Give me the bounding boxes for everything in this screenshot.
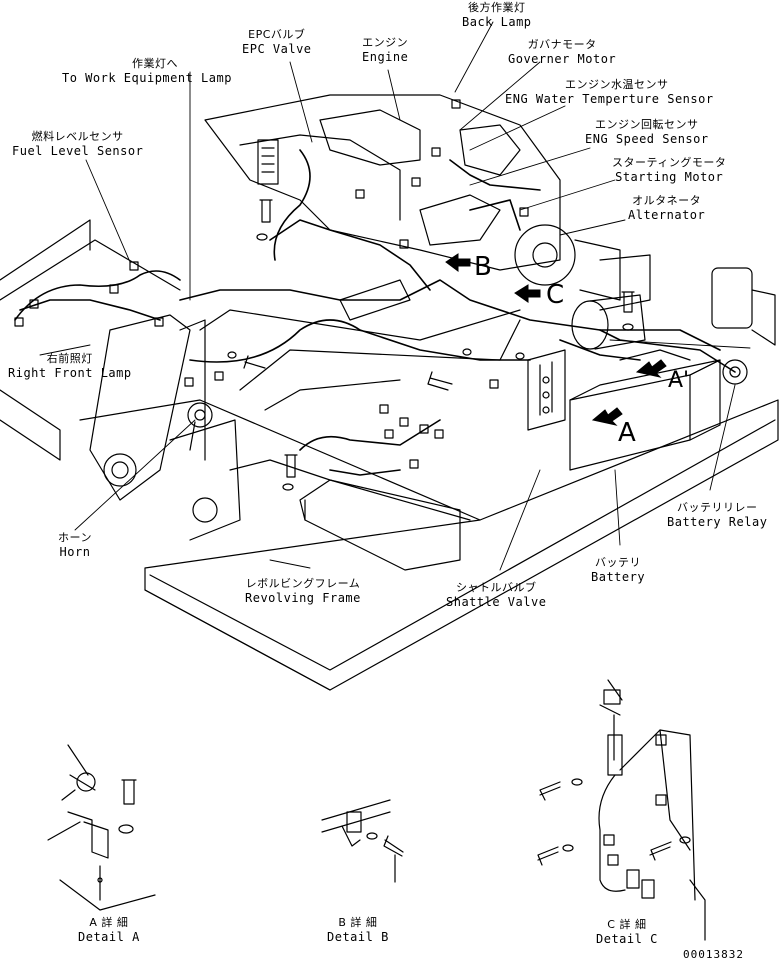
label-eng-speed-sensor: エンジン回転センサ ENG Speed Sensor	[585, 118, 709, 146]
label-revolving-frame-jp: レボルビングフレーム	[245, 577, 361, 590]
label-battery-relay: バッテリリレー Battery Relay	[667, 501, 767, 529]
label-epc-valve-en: EPC Valve	[242, 42, 312, 56]
view-marker-a: A	[618, 418, 636, 448]
label-eng-water-temp-sensor-en: ENG Water Temperture Sensor	[505, 92, 714, 106]
starting-motor-part	[571, 294, 646, 350]
drawing-number: 00013832	[683, 948, 744, 961]
label-fuel-level-sensor: 燃料レベルセンサ Fuel Level Sensor	[12, 130, 143, 158]
frame-rails	[199, 279, 521, 571]
label-epc-valve: EPCバルブ EPC Valve	[242, 28, 312, 56]
boom-foot-bracket	[89, 314, 241, 541]
label-engine: エンジン Engine	[362, 36, 408, 64]
caption-detail-c: C 詳 細 Detail C	[596, 918, 658, 946]
caption-detail-a: A 詳 細 Detail A	[78, 916, 140, 944]
label-starting-motor: スターティングモータ Starting Motor	[612, 156, 726, 184]
label-battery-jp: バッテリ	[595, 556, 642, 569]
caption-detail-c-jp: C 詳 細	[607, 918, 647, 931]
label-eng-water-temp-sensor-jp: エンジン水温センサ	[565, 78, 669, 91]
caption-detail-a-jp: A 詳 細	[89, 916, 129, 929]
label-governor-motor-jp: ガバナモータ	[527, 38, 597, 51]
label-battery-en: Battery	[591, 570, 646, 584]
caption-detail-b-en: Detail B	[327, 930, 389, 944]
revolving-frame-outline	[0, 219, 779, 691]
label-alternator-jp: オルタネータ	[632, 194, 702, 207]
label-horn-jp: ホーン	[58, 531, 92, 544]
label-back-lamp-jp: 後方作業灯	[468, 1, 526, 14]
label-right-front-lamp-en: Right Front Lamp	[8, 366, 132, 380]
connector-set	[14, 99, 529, 469]
shuttle-valve-part	[527, 349, 566, 431]
main-view-fasteners	[227, 199, 635, 491]
label-right-front-lamp: 右前照灯 Right Front Lamp	[8, 352, 132, 380]
label-engine-jp: エンジン	[362, 36, 409, 49]
label-alternator: オルタネータ Alternator	[628, 194, 705, 222]
label-to-work-equipment-lamp: 作業灯へ To Work Equipment Lamp	[62, 57, 232, 85]
detail-a-drawing	[47, 744, 156, 911]
caption-detail-b: B 詳 細 Detail B	[327, 916, 389, 944]
view-marker-c: C	[546, 280, 565, 310]
label-starting-motor-en: Starting Motor	[615, 170, 724, 184]
label-shattle-valve: シャトルバルブ Shattle Valve	[446, 581, 546, 609]
label-epc-valve-jp: EPCバルブ	[248, 28, 306, 41]
view-marker-b: B	[474, 252, 492, 282]
alternator-part	[514, 224, 651, 311]
caption-detail-c-en: Detail C	[596, 932, 658, 946]
label-governor-motor: ガバナモータ Governer Motor	[508, 38, 616, 66]
label-to-work-equipment-lamp-en: To Work Equipment Lamp	[62, 71, 232, 85]
label-battery: バッテリ Battery	[591, 556, 645, 584]
label-back-lamp: 後方作業灯 Back Lamp	[462, 1, 532, 29]
label-eng-speed-sensor-jp: エンジン回転センサ	[595, 118, 699, 131]
label-revolving-frame-en: Revolving Frame	[245, 591, 361, 605]
label-horn: ホーン Horn	[58, 531, 92, 559]
label-engine-en: Engine	[362, 50, 409, 64]
battery-relay-part	[711, 267, 776, 385]
label-eng-speed-sensor-en: ENG Speed Sensor	[585, 132, 709, 146]
caption-detail-a-en: Detail A	[78, 930, 140, 944]
detail-b-drawing	[321, 799, 404, 883]
label-starting-motor-jp: スターティングモータ	[612, 156, 727, 169]
label-governor-motor-en: Governer Motor	[508, 52, 617, 66]
detail-c-drawing	[537, 679, 706, 941]
leader-lines	[39, 21, 751, 571]
caption-detail-b-jp: B 詳 細	[338, 916, 378, 929]
horn-part	[187, 402, 213, 451]
label-alternator-en: Alternator	[628, 208, 706, 222]
label-to-work-equipment-lamp-jp: 作業灯へ	[132, 57, 178, 70]
label-battery-relay-en: Battery Relay	[667, 515, 768, 529]
label-fuel-level-sensor-jp: 燃料レベルセンサ	[31, 130, 124, 143]
battery-pack	[569, 349, 721, 471]
view-marker-a-prime: A'	[668, 368, 690, 393]
label-shattle-valve-en: Shattle Valve	[446, 595, 547, 609]
engine-block	[204, 94, 561, 271]
label-revolving-frame: レボルビングフレーム Revolving Frame	[245, 577, 361, 605]
label-fuel-level-sensor-en: Fuel Level Sensor	[12, 144, 144, 158]
label-battery-relay-jp: バッテリリレー	[676, 501, 758, 514]
label-back-lamp-en: Back Lamp	[462, 15, 532, 29]
label-eng-water-temp-sensor: エンジン水温センサ ENG Water Temperture Sensor	[505, 78, 714, 106]
label-shattle-valve-jp: シャトルバルブ	[455, 581, 537, 594]
label-horn-en: Horn	[59, 545, 91, 559]
view-arrows	[445, 253, 667, 426]
label-right-front-lamp-jp: 右前照灯	[46, 352, 93, 365]
